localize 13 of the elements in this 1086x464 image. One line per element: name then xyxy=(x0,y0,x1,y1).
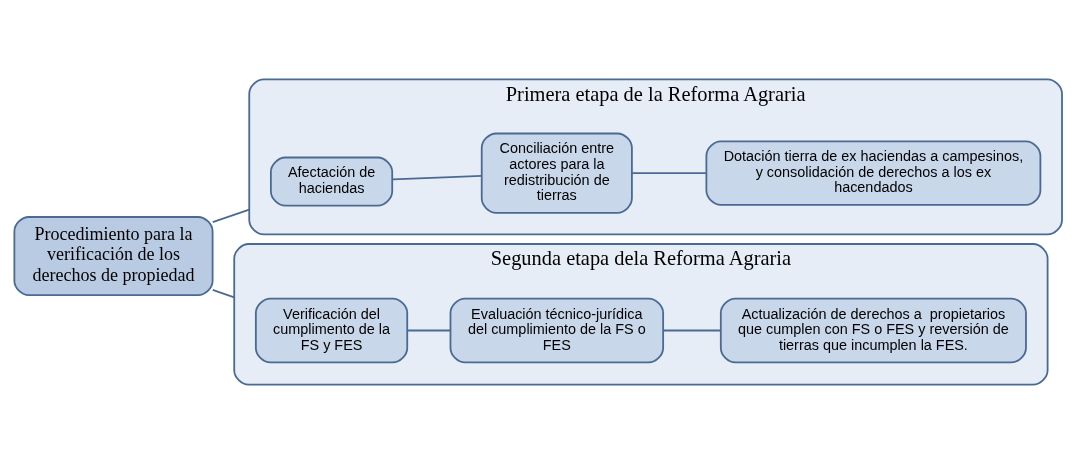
connector xyxy=(391,175,483,181)
node-box: Evaluación técnico-jurídica del cumplimiento de la FS o FES xyxy=(449,297,665,364)
connector xyxy=(406,329,452,332)
node-box: Verificación del cumplimento de la FS y FES xyxy=(254,297,409,364)
node-box: Afectación de haciendas xyxy=(269,156,394,207)
node-box: Actualización de derechos a propietarios que cumplen con FS o FES y reversión de tierras que incumplen la FES. xyxy=(719,297,1027,364)
connector xyxy=(631,172,708,175)
connector xyxy=(211,208,251,224)
connector xyxy=(662,329,722,332)
node-box: Conciliación entre actores para la redistribución de tierras xyxy=(480,132,633,214)
connector xyxy=(211,289,236,299)
node-box: Dotación tierra de ex haciendas a campesinos, y consolidación de derechos a los ex hacendados xyxy=(705,140,1042,206)
node-box: Procedimiento para la verificación de los derechos de propiedad xyxy=(13,216,214,296)
